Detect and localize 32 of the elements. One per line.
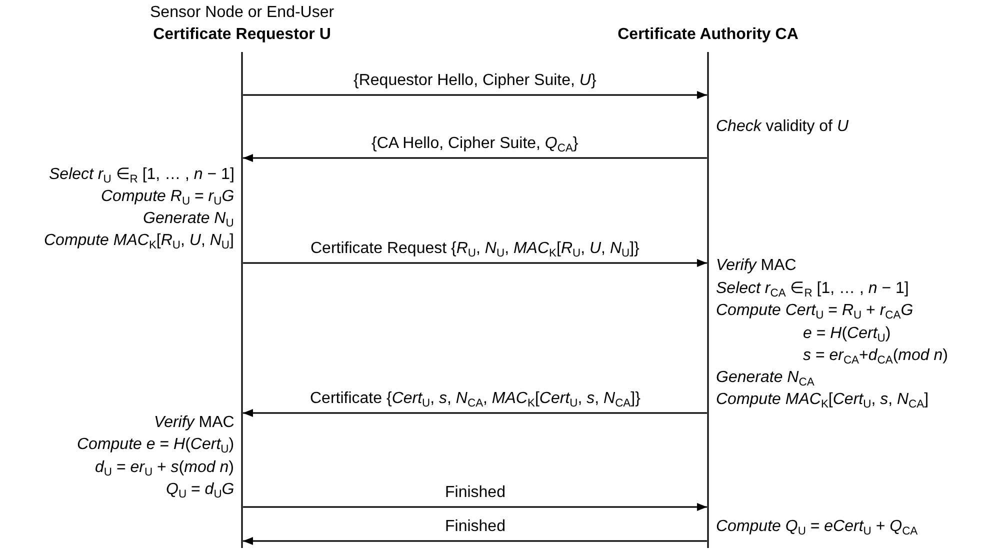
edge-label: {Requestor Hello, Cipher Suite, U}	[354, 71, 596, 91]
arrow	[243, 259, 707, 267]
edge-label: Finished	[445, 483, 506, 503]
note-text: Compute e = H(Cert$_{U}$)	[77, 435, 234, 455]
note-text: Check validity of U	[716, 117, 849, 137]
note-text: e = H(Cert$_{U}$)	[803, 324, 891, 344]
edge-label: Finished	[445, 517, 506, 537]
note-text: Q$_{U}$ = d$_{U}$G	[166, 480, 234, 500]
note-text: Verify MAC	[716, 256, 796, 276]
note-text: Select r$_{CA}$ ∈$_{R}$ [1, … , n − 1]	[716, 279, 909, 299]
edge-label: Certificate {Cert$_{U}$, s, N$_{CA}$, MAC$_{K}$[Cert$_{U}$, s, N$_{CA}$]}	[310, 389, 640, 409]
edge-label: {CA Hello, Cipher Suite, Q$_{CA}$}	[372, 134, 578, 154]
note-text: s = er$_{CA}$+d$_{CA}$(mod n)	[803, 346, 948, 366]
note-text: Verify MAC	[154, 413, 234, 433]
note-text: Compute Cert$_{U}$ = R$_{U}$ + r$_{CA}$G	[716, 301, 914, 321]
arrow	[243, 537, 707, 545]
participant-name: Certificate Requestor U	[152, 25, 332, 45]
note-text: Compute Q$_{U}$ = eCert$_{U}$ + Q$_{CA}$	[716, 517, 918, 537]
note-text: Compute MAC$_{K}$[R$_{U}$, U, N$_{U}$]	[44, 231, 234, 251]
edge-label: Certificate Request {R$_{U}$, N$_{U}$, MAC$_{K}$[R$_{U}$, U, N$_{U}$]}	[310, 239, 640, 259]
arrow	[243, 91, 707, 99]
participant-role: Sensor Node or End-User	[150, 3, 334, 23]
arrow	[243, 154, 707, 162]
note-text: Compute R$_{U}$ = r$_{U}$G	[101, 187, 234, 207]
participant-name: Certificate Authority CA	[618, 25, 798, 45]
note-text: Generate N$_{CA}$	[716, 368, 814, 388]
arrow	[243, 409, 707, 417]
note-text: Compute MAC$_{K}$[Cert$_{U}$, s, N$_{CA}$]	[716, 390, 929, 410]
note-text: d$_{U}$ = er$_{U}$ + s(mod n)	[95, 458, 234, 478]
note-text: Select r$_{U}$ ∈$_{R}$ [1, … , n − 1]	[49, 165, 234, 185]
note-text: Generate N$_{U}$	[143, 209, 234, 229]
arrow	[243, 503, 707, 511]
